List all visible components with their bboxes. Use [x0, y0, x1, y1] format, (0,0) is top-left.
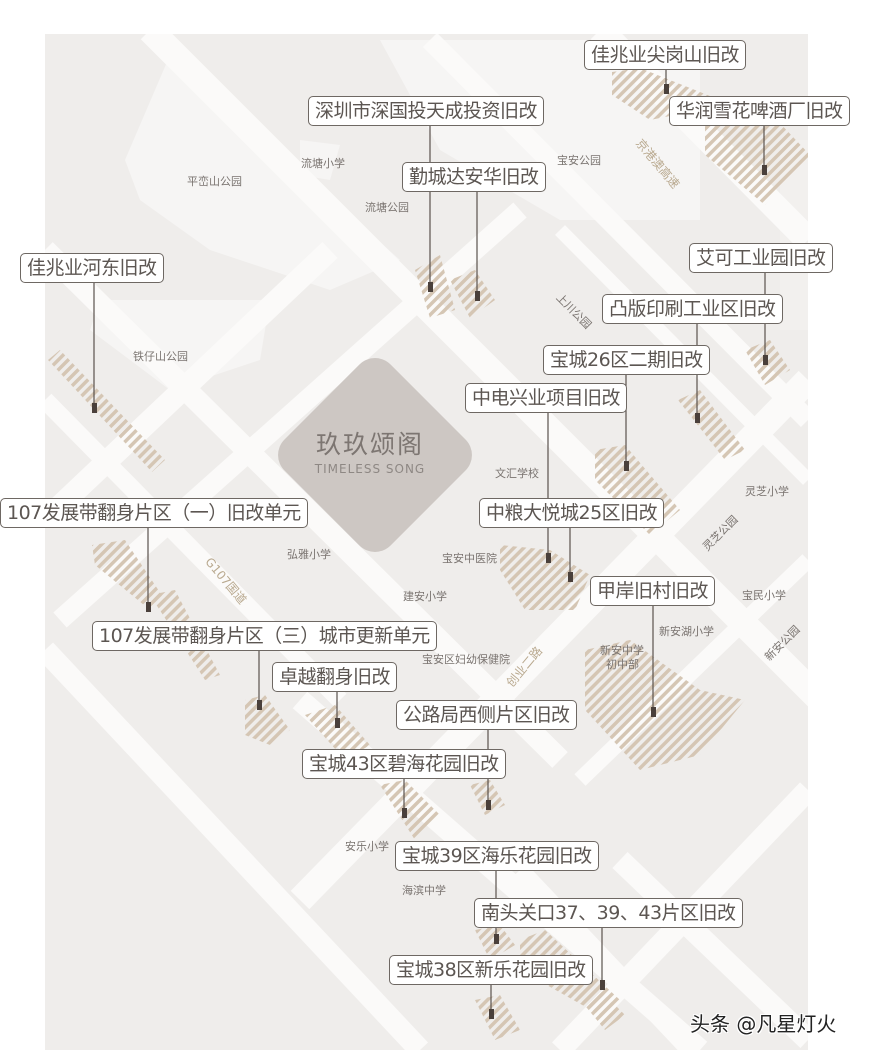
redevelopment-label[interactable]: 宝城38区新乐花园旧改 [389, 955, 593, 985]
leader-line-group [93, 68, 766, 1015]
poi-label: 新安中学 [600, 644, 644, 657]
redevelopment-label[interactable]: 甲岸旧村旧改 [590, 576, 716, 606]
project-name: 玖玖颂阁 [315, 430, 424, 459]
poi-label: 建安小学 [403, 590, 447, 603]
poi-label: 流塘公园 [365, 201, 409, 214]
redevelopment-label[interactable]: 107发展带翻身片区（一）旧改单元 [0, 498, 308, 528]
poi-label: 灵芝小学 [745, 485, 789, 498]
redevelopment-label[interactable]: 佳兆业河东旧改 [20, 253, 164, 283]
watermark: 头条 @凡星灯火 [690, 1012, 837, 1036]
redevelopment-label[interactable]: 勤城达安华旧改 [402, 162, 546, 192]
redevelopment-label[interactable]: 中粮大悦城25区旧改 [479, 498, 665, 528]
redevelopment-label[interactable]: 南头关口37、39、43片区旧改 [474, 898, 743, 928]
poi-label: 平峦山公园 [187, 175, 242, 188]
redevelopment-label[interactable]: 宝城39区海乐花园旧改 [395, 841, 599, 871]
project-subtitle: TIMELESS SONG [314, 462, 426, 476]
redevelopment-label[interactable]: 艾可工业园旧改 [689, 243, 833, 273]
poi-label: 弘雅小学 [287, 548, 331, 561]
redevelopment-label[interactable]: 凸版印刷工业区旧改 [602, 294, 783, 324]
project-site [278, 358, 472, 552]
redevelopment-label[interactable]: 深圳市深国投天成投资旧改 [308, 96, 545, 126]
redevelopment-label[interactable]: 宝城26区二期旧改 [543, 345, 710, 375]
poi-label: 文汇学校 [495, 467, 539, 480]
redevelopment-label[interactable]: 卓越翻身旧改 [272, 662, 398, 692]
redevelopment-label[interactable]: 佳兆业尖岗山旧改 [584, 40, 747, 70]
poi-label: 宝安区妇幼保健院 [422, 653, 510, 666]
redevelopment-label[interactable]: 中电兴业项目旧改 [465, 383, 628, 413]
poi-label: 铁仔山公园 [133, 350, 188, 363]
marker-group [92, 84, 768, 1019]
redevelopment-label[interactable]: 宝城43区碧海花园旧改 [302, 749, 506, 779]
redevelopment-label[interactable]: 107发展带翻身片区（三）城市更新单元 [92, 621, 437, 651]
poi-label: 海滨中学 [402, 884, 446, 897]
poi-label: 安乐小学 [345, 840, 389, 853]
poi-label: 宝民小学 [742, 589, 786, 602]
poi-label: 流塘小学 [301, 157, 345, 170]
poi-label: 宝安中医院 [442, 552, 497, 565]
poi-label: 初中部 [606, 658, 639, 671]
poi-label: 新安湖小学 [659, 625, 714, 638]
poi-label: 宝安公园 [557, 154, 601, 167]
redevelopment-label[interactable]: 华润雪花啤酒厂旧改 [669, 96, 850, 126]
redevelopment-label[interactable]: 公路局西侧片区旧改 [396, 700, 577, 730]
